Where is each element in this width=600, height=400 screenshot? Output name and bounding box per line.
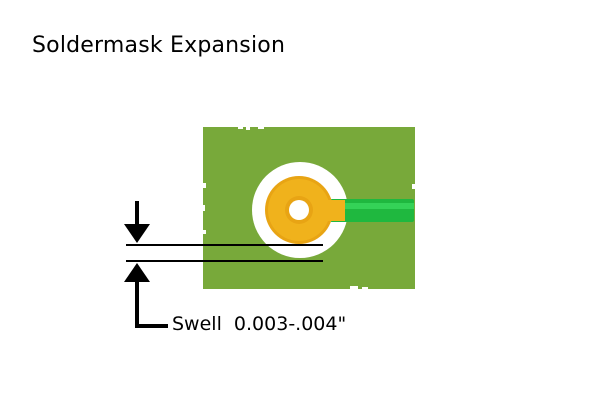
arrow-up-icon [124,263,168,328]
page-title: Soldermask Expansion [32,33,286,58]
copper-trace [330,199,414,222]
arrow-down-icon [124,201,150,243]
plated-pad-icon [265,176,345,244]
board-edge-marks [203,127,415,289]
swell-annotation-label: Swell 0.003-.004" [172,313,347,335]
